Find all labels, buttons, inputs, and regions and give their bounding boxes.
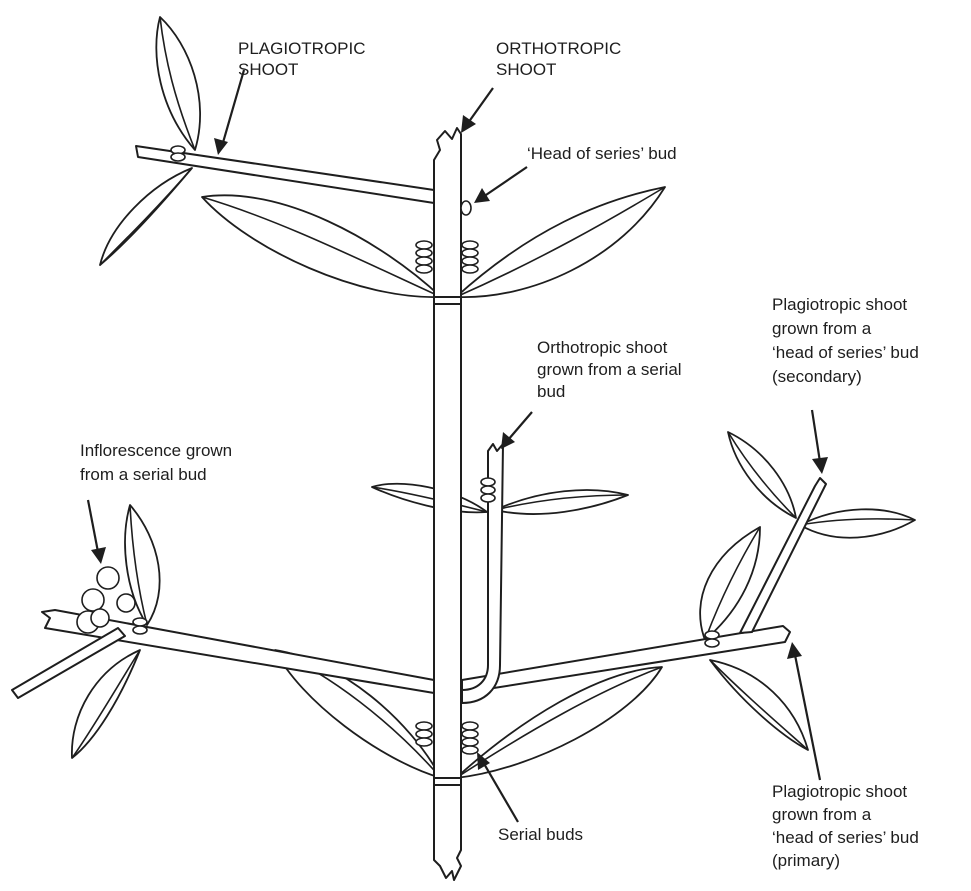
label-line: grown from a — [772, 319, 872, 338]
label-plagio-primary: Plagiotropic shoot grown from a ‘head of s… — [772, 782, 919, 870]
arrow-plagio-secondary — [812, 410, 828, 474]
arrow-ortho-from-serial — [501, 412, 532, 449]
label-serial-buds: Serial buds — [498, 825, 583, 844]
label-line: SHOOT — [496, 60, 556, 79]
label-line: (primary) — [772, 851, 840, 870]
secondary-branch-left-leaf — [728, 432, 796, 518]
label-line: SHOOT — [238, 60, 298, 79]
head-of-series-bud — [461, 201, 471, 215]
label-line: ‘head of series’ bud — [772, 343, 919, 362]
label-line: bud — [537, 382, 565, 401]
label-line: from a serial bud — [80, 465, 207, 484]
label-plagio-secondary: Plagiotropic shoot grown from a ‘head of s… — [772, 295, 919, 386]
secondary-branch-right-leaf — [800, 509, 915, 537]
label-orthotropic-shoot: ORTHOTROPIC SHOOT — [496, 39, 621, 79]
main-orthotropic-stem — [434, 128, 461, 880]
label-plagiotropic-shoot: PLAGIOTROPIC SHOOT — [238, 39, 366, 79]
label-line: (secondary) — [772, 367, 862, 386]
upper-left-leaf — [202, 195, 441, 297]
label-line: ‘head of series’ bud — [772, 828, 919, 847]
arrow-plagiotropic-shoot — [214, 70, 244, 155]
label-line: Serial buds — [498, 825, 583, 844]
label-head-of-series-bud: ‘Head of series’ bud — [527, 144, 677, 163]
label-line: Plagiotropic shoot — [772, 782, 907, 801]
arrow-head-of-series-bud — [474, 167, 527, 203]
arrow-orthotropic-shoot — [461, 88, 493, 133]
label-line: Inflorescence grown — [80, 441, 232, 460]
label-line: ‘Head of series’ bud — [527, 144, 677, 163]
label-line: Orthotropic shoot — [537, 338, 668, 357]
label-line: grown from a serial — [537, 360, 682, 379]
side-shoot-right-leaf — [495, 490, 628, 514]
serial-buds-side-shoot — [481, 478, 495, 502]
label-line: grown from a — [772, 805, 872, 824]
label-line: Plagiotropic shoot — [772, 295, 907, 314]
arrow-plagio-primary — [787, 642, 820, 780]
label-line: ORTHOTROPIC — [496, 39, 621, 58]
upper-node — [434, 297, 461, 304]
upper-right-leaf — [456, 187, 665, 297]
lower-node — [434, 778, 461, 785]
label-line: PLAGIOTROPIC — [238, 39, 366, 58]
label-inflorescence: Inflorescence grown from a serial bud — [80, 441, 232, 484]
arrow-inflorescence — [88, 500, 106, 564]
label-ortho-from-serial: Orthotropic shoot grown from a serial bud — [537, 338, 682, 401]
